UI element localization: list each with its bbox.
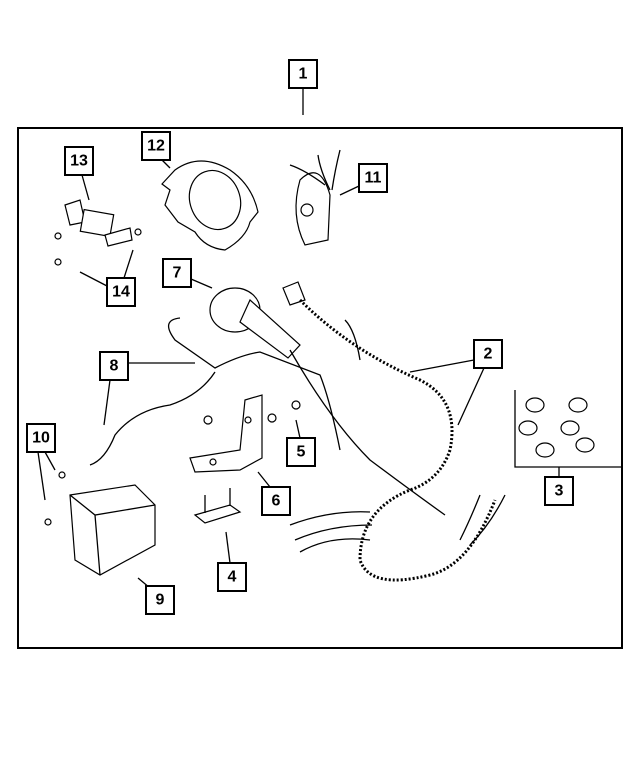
callout-13: 13 [64, 146, 94, 176]
callout-14: 14 [106, 277, 136, 307]
callout-10: 10 [26, 423, 56, 453]
part-5-nuts [203, 400, 301, 425]
callout-3: 3 [544, 476, 574, 506]
callout-5: 5 [286, 437, 316, 467]
kit-frame [17, 127, 623, 649]
part-13-sensor [54, 199, 142, 266]
svg-text:2: 2 [484, 346, 493, 363]
svg-text:3: 3 [555, 483, 564, 500]
part-2-harness [289, 298, 506, 582]
callout-11: 11 [358, 163, 388, 193]
part-6-bracket [189, 394, 263, 473]
part-11-plate [289, 149, 341, 246]
svg-text:8: 8 [110, 358, 119, 375]
svg-text:12: 12 [147, 138, 165, 155]
callout-9: 9 [145, 585, 175, 615]
callout-4: 4 [217, 562, 247, 592]
svg-text:14: 14 [112, 284, 130, 301]
callout-1: 1 [288, 59, 318, 89]
svg-text:6: 6 [272, 493, 281, 510]
svg-text:7: 7 [173, 265, 182, 282]
svg-text:5: 5 [297, 444, 306, 461]
leader-lines [37, 88, 622, 589]
part-3-clamps [518, 397, 595, 458]
part-4-stud-plate [193, 488, 242, 524]
part-7-actuator [209, 281, 306, 359]
svg-text:9: 9 [156, 592, 165, 609]
callout-2: 2 [473, 339, 503, 369]
part-10-screws [44, 471, 66, 526]
svg-text:11: 11 [365, 170, 382, 187]
part-12-shroud [161, 160, 259, 251]
svg-text:1: 1 [299, 66, 308, 83]
svg-text:10: 10 [32, 430, 50, 447]
callout-7: 7 [162, 258, 192, 288]
callout-8: 8 [99, 351, 129, 381]
part-9-housing [69, 484, 156, 576]
callout-6: 6 [261, 486, 291, 516]
svg-text:13: 13 [70, 153, 88, 170]
part-8-lines [89, 317, 341, 466]
callout-12: 12 [141, 131, 171, 161]
svg-text:4: 4 [228, 569, 237, 586]
